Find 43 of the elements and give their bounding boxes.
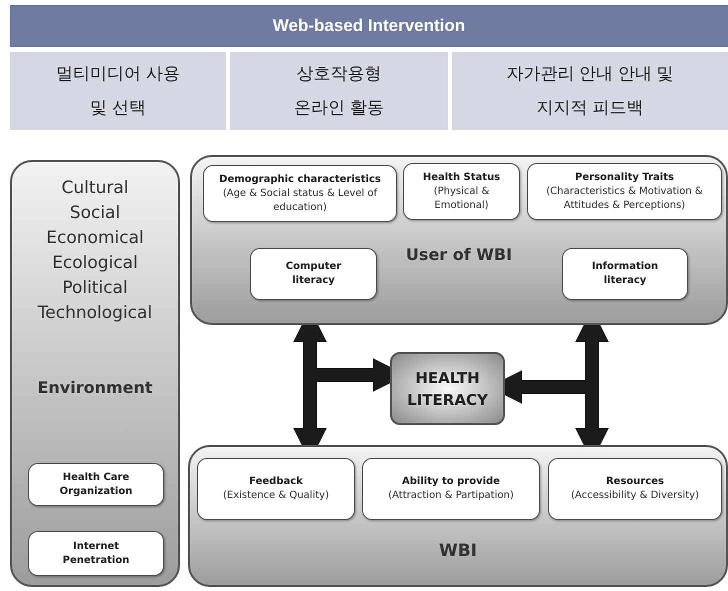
box-heading: Personality Traits (575, 170, 674, 184)
box-label: Computer literacy (284, 260, 342, 288)
box-label: HEALTH LITERACY (406, 368, 489, 410)
user-panel (190, 155, 728, 325)
table-cell (230, 52, 448, 130)
factor-list: Cultural Social Economical Ecological Political Technological (20, 176, 170, 326)
box-description: (Existence & Quality) (223, 489, 329, 503)
factor-box (403, 163, 520, 220)
factor-box (203, 165, 397, 222)
box-description: (Age & Social status & Level of education) (222, 186, 378, 214)
box-label: Information literacy (590, 260, 660, 288)
box-description: (Physical & Emotional) (432, 184, 490, 212)
box-description: (Accessibility & Diversity) (571, 489, 699, 503)
wbi-panel (188, 445, 728, 587)
table-cell (10, 52, 226, 130)
box-label: Internet Penetration (62, 540, 130, 568)
factor-box (28, 531, 164, 576)
cell-text: 멀티미디어 사용 및 선택 (55, 63, 181, 119)
box-heading: Resources (606, 475, 664, 489)
box-description: (Characteristics & Motivation & Attitudes & Perceptions) (545, 184, 704, 212)
box-heading: Ability to provide (402, 475, 500, 489)
table-cell (452, 52, 728, 130)
box-heading: Feedback (249, 475, 303, 489)
factor-box (250, 248, 377, 300)
factor-box (362, 458, 540, 520)
cell-text: 자가관리 안내 안내 및 지지적 피드백 (505, 63, 675, 119)
cell-text: 상호작용형 온라인 활동 (293, 63, 385, 119)
panel-title: User of WBI (404, 245, 514, 264)
box-heading: Demographic characteristics (219, 172, 381, 186)
center-box (390, 352, 505, 425)
factor-box (562, 248, 688, 300)
factor-box (527, 163, 722, 220)
panel-title: Environment (36, 378, 154, 397)
box-heading: Health Status (422, 170, 500, 184)
factor-box (197, 458, 355, 520)
header-band (10, 5, 728, 47)
factor-box (548, 458, 722, 520)
panel-title: WBI (438, 541, 478, 561)
environment-panel (10, 160, 180, 587)
factor-box (28, 463, 164, 506)
header-title: Web-based Intervention (272, 16, 466, 36)
box-description: (Attraction & Partipation) (388, 489, 514, 503)
box-label: Health Care Organization (58, 470, 134, 498)
